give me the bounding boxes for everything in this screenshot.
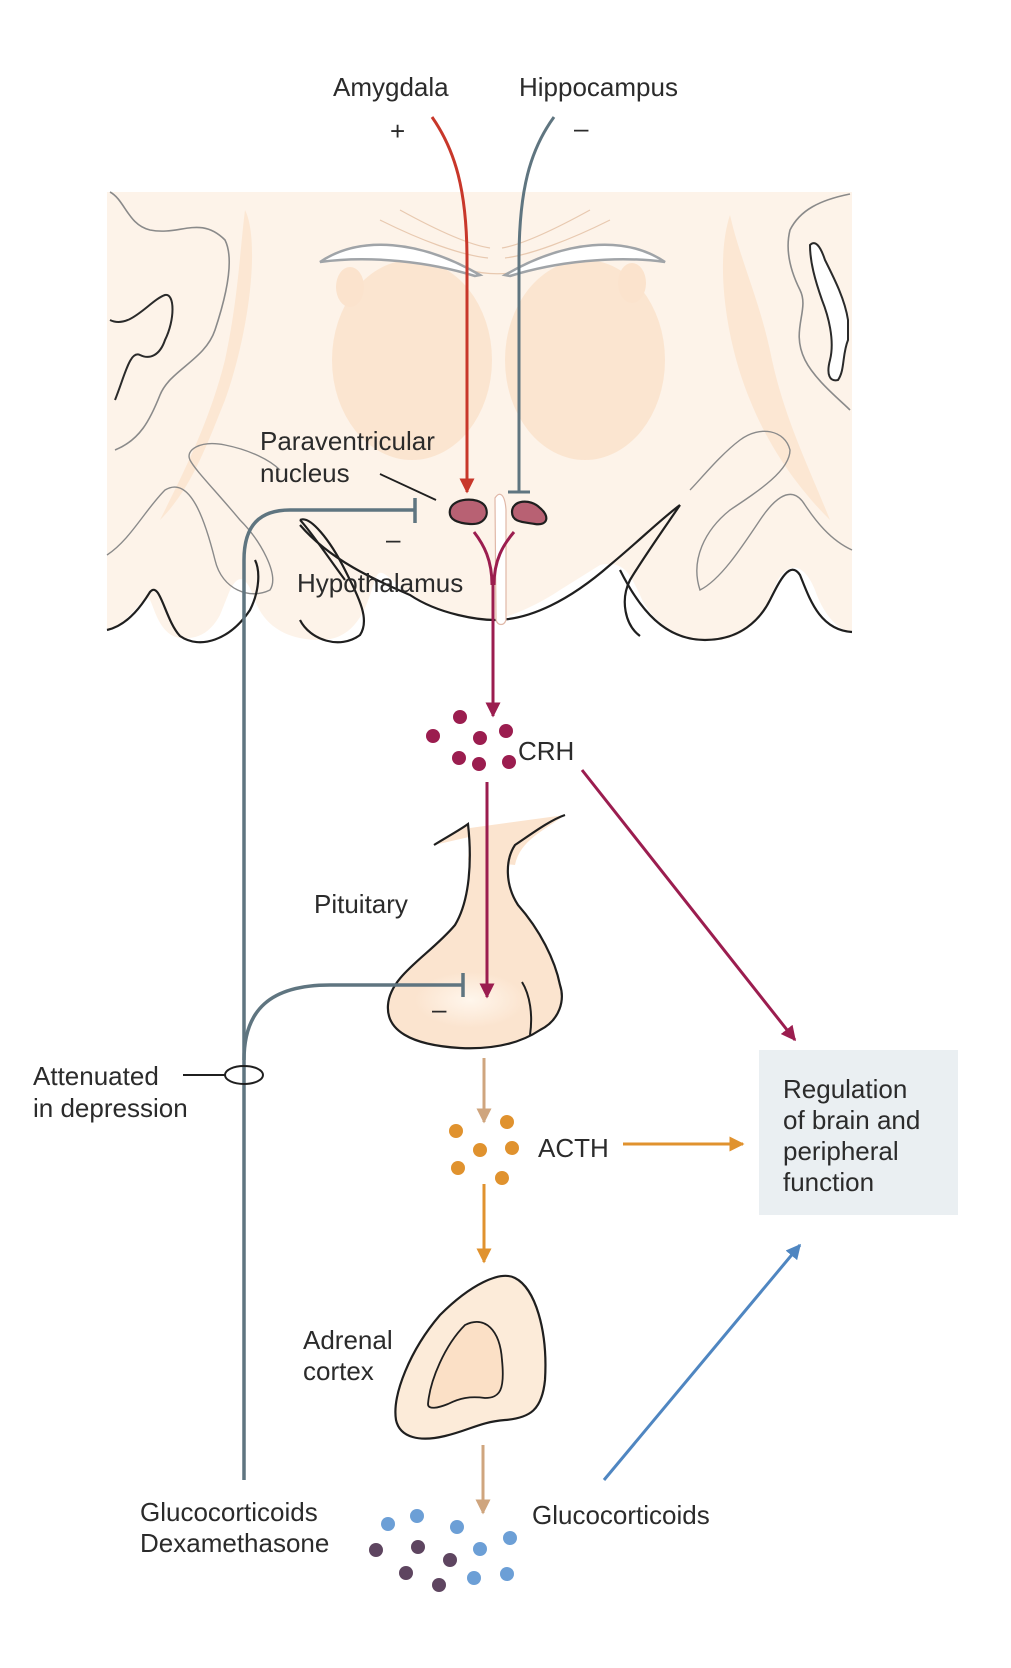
acth-dot [473, 1143, 487, 1157]
third-ventricle [494, 493, 507, 626]
dexamethasone-dot [443, 1553, 457, 1567]
crh-dot [502, 755, 516, 769]
pituitary-gland [386, 813, 566, 1050]
regulation-line-4: function [783, 1167, 874, 1197]
attenuated-label-line2: in depression [33, 1093, 188, 1123]
regulation-line-2: of brain and [783, 1105, 920, 1135]
cortex-outline-left [109, 191, 230, 451]
acth-dot [495, 1171, 509, 1185]
dexamethasone-dot [369, 1543, 383, 1557]
lateral-ventricle-left [319, 243, 484, 278]
temporal-contour-left [106, 443, 281, 595]
acth-dot [500, 1115, 514, 1129]
crh-dot [499, 724, 513, 738]
regulation-line-1: Regulation [783, 1074, 907, 1104]
glucocorticoids-left-label-line1: Glucocorticoids [140, 1497, 318, 1527]
regulation-box-bg [759, 1050, 958, 1215]
uncus-left [299, 518, 365, 644]
pituitary-label: Pituitary [314, 889, 408, 919]
feedback-line-to-pituitary [242, 983, 463, 1061]
crh-dot [426, 729, 440, 743]
dexamethasone-dot [399, 1566, 413, 1580]
crh-label: CRH [518, 736, 574, 766]
paraventricular-nucleus-left [448, 498, 488, 526]
brain-background [107, 192, 852, 641]
dexamethasone-dot [432, 1578, 446, 1592]
cortex-sulcus-left [109, 294, 174, 401]
pituitary-feedback-sign: – [432, 994, 447, 1024]
insula-right-shade [722, 215, 830, 520]
lateral-ventricle-right [501, 243, 666, 278]
crh-to-regulation-arrow [580, 769, 797, 1042]
adrenal-medulla-inner [427, 1321, 504, 1409]
pvn-label-line1: Paraventricular [260, 426, 435, 456]
crh-dot [473, 731, 487, 745]
glucocorticoid-dot [410, 1509, 424, 1523]
amygdala-excitatory-arrow [430, 116, 475, 494]
adrenal-label-line1: Adrenal [303, 1325, 393, 1355]
glucocorticoids-to-regulation-arrow [602, 1243, 802, 1481]
feedback-line-to-pvn [242, 508, 414, 1480]
crh-dot [472, 757, 486, 771]
thalamus-left-shade [332, 260, 492, 460]
glucocorticoid-dot [450, 1520, 464, 1534]
hippocampus-inhibitory-line [517, 116, 556, 492]
crh-molecules [426, 710, 516, 771]
adrenal-gland [394, 1274, 547, 1440]
uncus-right [623, 504, 681, 637]
glucocorticoid-molecules [369, 1509, 517, 1592]
crh-path-right [492, 531, 516, 586]
nucleus-left-shade [336, 267, 364, 307]
insula-left-shade [160, 210, 253, 520]
regulation-line-3: peripheral [783, 1136, 899, 1166]
amygdala-label: Amygdala [333, 72, 449, 102]
pvn-leader-line [379, 473, 437, 501]
pituitary-lobe-line [521, 981, 533, 1036]
thalamus-right-shade [505, 260, 665, 460]
crh-dot [452, 751, 466, 765]
dexamethasone-dot [411, 1540, 425, 1554]
regulation-box: Regulation of brain and peripheral funct… [759, 1050, 958, 1215]
pvn-feedback-sign: – [386, 524, 401, 554]
acth-dot [451, 1161, 465, 1175]
acth-molecules [449, 1115, 519, 1185]
cortex-sulcus-right [808, 242, 849, 382]
crh-dot [453, 710, 467, 724]
glucocorticoid-dot [500, 1567, 514, 1581]
attenuated-label-line1: Attenuated [33, 1061, 159, 1091]
glucocorticoid-dot [503, 1531, 517, 1545]
amygdala-region-outline-left [299, 519, 346, 581]
glucocorticoids-left-label-line2: Dexamethasone [140, 1528, 329, 1558]
nucleus-right-shade [618, 263, 646, 303]
amygdala-sign: + [390, 116, 405, 146]
glucocorticoids-right-label: Glucocorticoids [532, 1500, 710, 1530]
glucocorticoid-dot [467, 1571, 481, 1585]
hippocampus-label: Hippocampus [519, 72, 678, 102]
brain-section [106, 191, 853, 644]
paraventricular-nucleus-right [510, 500, 548, 526]
glucocorticoid-dot [381, 1517, 395, 1531]
cortex-outline-right [787, 193, 851, 411]
glucocorticoid-dot [473, 1542, 487, 1556]
acth-label: ACTH [538, 1133, 609, 1163]
temporal-contour-right [689, 430, 853, 591]
acth-dot [505, 1141, 519, 1155]
brain-base-outline [106, 504, 853, 644]
pvn-label-line2: nucleus [260, 458, 350, 488]
acth-dot [449, 1124, 463, 1138]
crh-path-left [472, 531, 494, 586]
hippocampus-sign: – [574, 113, 589, 143]
adrenal-label-line2: cortex [303, 1356, 374, 1386]
hypothalamus-label: Hypothalamus [297, 568, 463, 598]
